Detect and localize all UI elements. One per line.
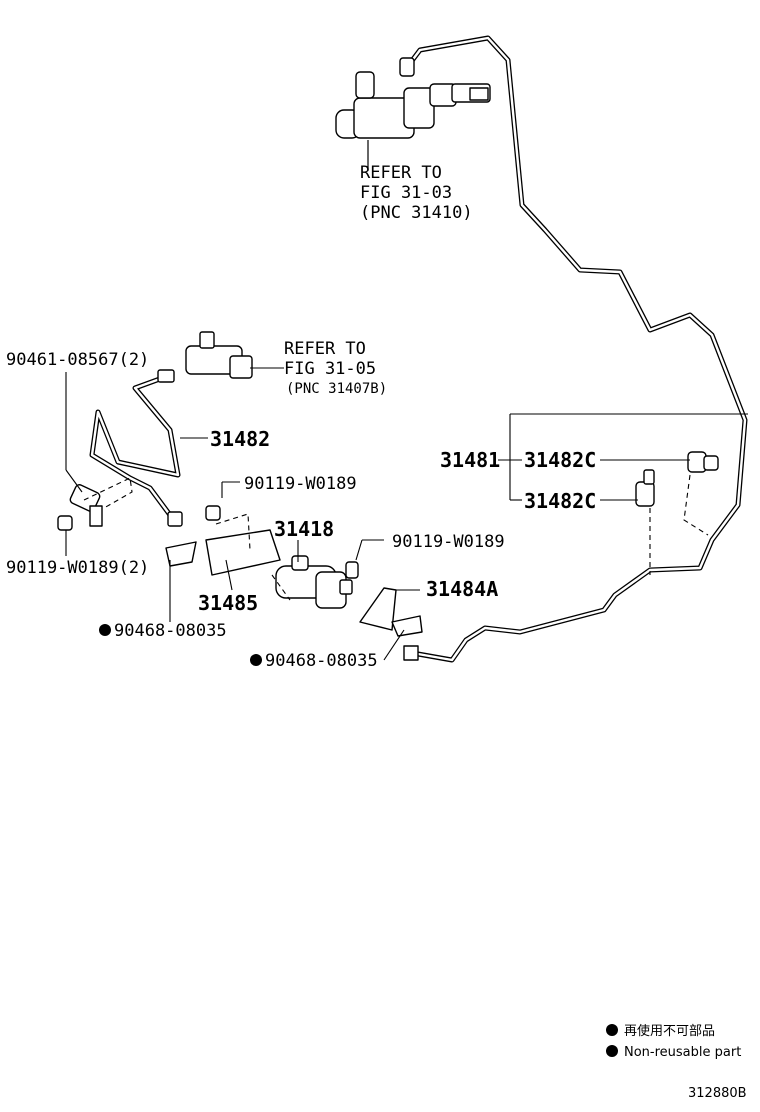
refer-master-line1: REFER TO — [360, 163, 442, 183]
part-90119-w0189-right: 90119-W0189 — [392, 532, 505, 552]
non-reusable-marker-right — [250, 654, 262, 666]
part-90119-w0189-top: 90119-W0189 — [244, 474, 357, 494]
legend-en: Non-reusable part — [624, 1045, 741, 1060]
figure-code: 312880B — [688, 1086, 747, 1101]
part-31482C-bottom: 31482C — [524, 489, 596, 513]
refer-tee-line3: (PNC 31407B) — [286, 381, 387, 397]
part-31481: 31481 — [440, 448, 500, 472]
clutch-master-cylinder — [335, 57, 491, 168]
non-reusable-marker-left — [99, 624, 111, 636]
refer-tee-line1: REFER TO — [284, 339, 366, 359]
part-90119-w0189-left: 90119-W0189(2) — [6, 558, 149, 578]
flexible-hose-31482 — [69, 369, 208, 527]
bolt-90119-left — [57, 515, 73, 531]
legend-jp: 再使用不可部品 — [624, 1023, 715, 1039]
part-90468-08035-right: 90468-08035 — [265, 651, 378, 671]
refer-master-line3: (PNC 31410) — [360, 203, 473, 223]
legend-marker-jp — [606, 1024, 618, 1036]
line-fitting-end — [403, 645, 419, 661]
leader-lines — [65, 372, 748, 661]
clamp-31482C-bottom — [635, 469, 655, 507]
bracket-31485 — [165, 529, 281, 576]
tee-union — [185, 331, 284, 379]
release-cylinder-31418 — [275, 555, 353, 609]
clamp-31482C-top — [687, 451, 719, 473]
refer-master-line2: FIG 31-03 — [360, 183, 452, 203]
dashed-guides — [83, 474, 709, 601]
part-31418: 31418 — [274, 517, 334, 541]
part-31482: 31482 — [210, 427, 270, 451]
part-90468-08035-left: 90468-08035 — [114, 621, 227, 641]
bolt-90119-top — [205, 505, 221, 521]
legend-marker-en — [606, 1045, 618, 1057]
clutch-line-main — [402, 35, 748, 663]
bolt-90119-right — [345, 561, 359, 579]
legend: 再使用不可部品 Non-reusable part — [606, 1023, 741, 1060]
part-31482C-top: 31482C — [524, 448, 596, 472]
refer-tee-line2: FIG 31-05 — [284, 359, 376, 379]
part-31484A: 31484A — [426, 577, 498, 601]
part-31485: 31485 — [198, 591, 258, 615]
bracket-31484A — [359, 587, 423, 637]
part-90461-08567: 90461-08567(2) — [6, 350, 149, 370]
